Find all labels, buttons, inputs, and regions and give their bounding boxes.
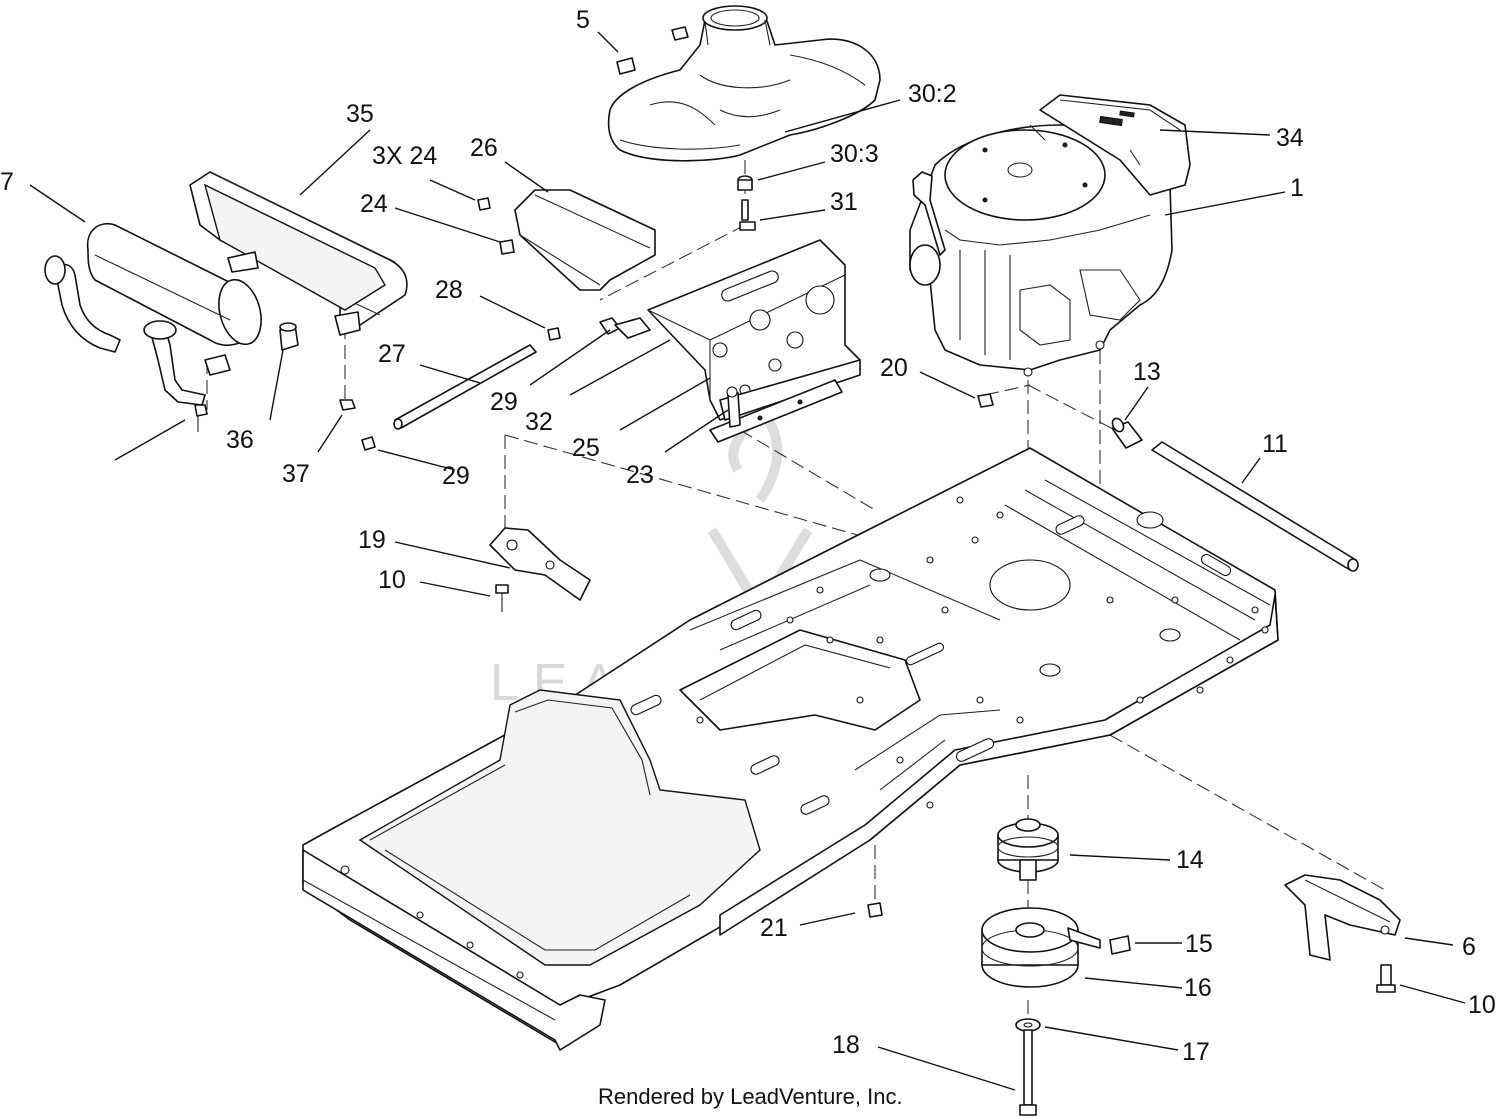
callout-3x-24: 3X 24	[372, 142, 437, 170]
callout-16: 16	[1184, 974, 1212, 1002]
panel-spring	[614, 317, 651, 339]
frame-brace-bracket	[489, 527, 591, 601]
callout-25: 25	[572, 434, 600, 462]
callout-30-3: 31	[830, 188, 858, 216]
callout-leader-lines	[29, 31, 1466, 1091]
callout-1: 1	[1290, 174, 1304, 202]
rear-mount-bracket	[1284, 874, 1401, 961]
clutch-retaining-clip	[1109, 935, 1131, 955]
muffler-bolt	[194, 404, 208, 432]
callout-11: 11	[1262, 430, 1288, 458]
muffler	[44, 223, 262, 406]
callout-labels: 5 30:2 30:3 31 34 1 35 7 3X 24 26 24 28 …	[0, 6, 1496, 1066]
rear-mount-bolt	[1376, 964, 1396, 993]
engine-mount-nut	[977, 393, 994, 408]
callout-19: 19	[358, 526, 386, 554]
engine-pulley	[997, 818, 1059, 881]
fuel-tank	[607, 5, 881, 162]
frame-bolt-holes	[340, 496, 1269, 979]
clutch-washer	[1015, 1018, 1041, 1032]
fuel-fitting-elbow	[739, 199, 756, 231]
callout-27: 26	[470, 134, 498, 162]
bracket-bolt-lower	[499, 239, 515, 255]
callout-26: 29	[490, 388, 518, 416]
callout-28: 27	[378, 340, 406, 368]
frame-brace-bolt	[495, 584, 509, 612]
callout-24: 24	[360, 190, 388, 218]
callout-14: 14	[1176, 846, 1204, 874]
callout-36: 37	[282, 460, 310, 488]
callout-5: 5	[576, 6, 590, 34]
fuel-line	[1151, 441, 1359, 572]
bracket-bolt-upper	[477, 197, 491, 211]
callout-23: 23	[626, 461, 654, 489]
muffler-rubber-mount	[279, 322, 299, 351]
clutch-bolt	[1019, 1029, 1037, 1116]
callout-29-lower: 29	[442, 462, 470, 490]
rendered-by-credit: Rendered by LeadVenture, Inc.	[598, 1084, 903, 1109]
callout-20: 20	[880, 354, 908, 382]
rod-clip-lower	[361, 436, 376, 451]
engine	[909, 94, 1191, 377]
rod-clip-upper	[547, 327, 561, 341]
callout-10-left: 10	[378, 566, 406, 594]
frame-nut	[867, 902, 883, 918]
callout-32: 34	[1276, 124, 1304, 152]
callout-31: 32	[525, 408, 553, 436]
callout-13: 13	[1133, 358, 1161, 386]
control-panel-mount-plate	[647, 239, 861, 421]
callout-30-2: 30:3	[830, 140, 879, 168]
callout-30: 30:2	[908, 80, 957, 108]
callout-21: 21	[760, 914, 788, 942]
callout-7: 7	[0, 168, 14, 196]
fuel-fitting-grommet	[737, 175, 753, 191]
callout-34: 35	[346, 100, 374, 128]
callout-10-right: 10	[1468, 991, 1496, 1019]
callout-6: 6	[1462, 933, 1476, 961]
callout-35: 36	[226, 426, 254, 454]
callout-18: 18	[832, 1031, 860, 1059]
muffler-heat-shield	[189, 171, 408, 336]
callout-15: 15	[1185, 930, 1213, 958]
callout-29-upper: 28	[435, 276, 463, 304]
support-rod	[393, 344, 537, 430]
callout-17: 17	[1182, 1038, 1210, 1066]
engine-mount-bracket	[709, 379, 843, 443]
muffler-nut	[339, 399, 356, 411]
fuel-filter	[1111, 417, 1143, 449]
mower-frame-chassis	[302, 447, 1279, 1051]
fuel-tank-bracket	[514, 189, 656, 291]
pto-clutch	[981, 907, 1101, 988]
